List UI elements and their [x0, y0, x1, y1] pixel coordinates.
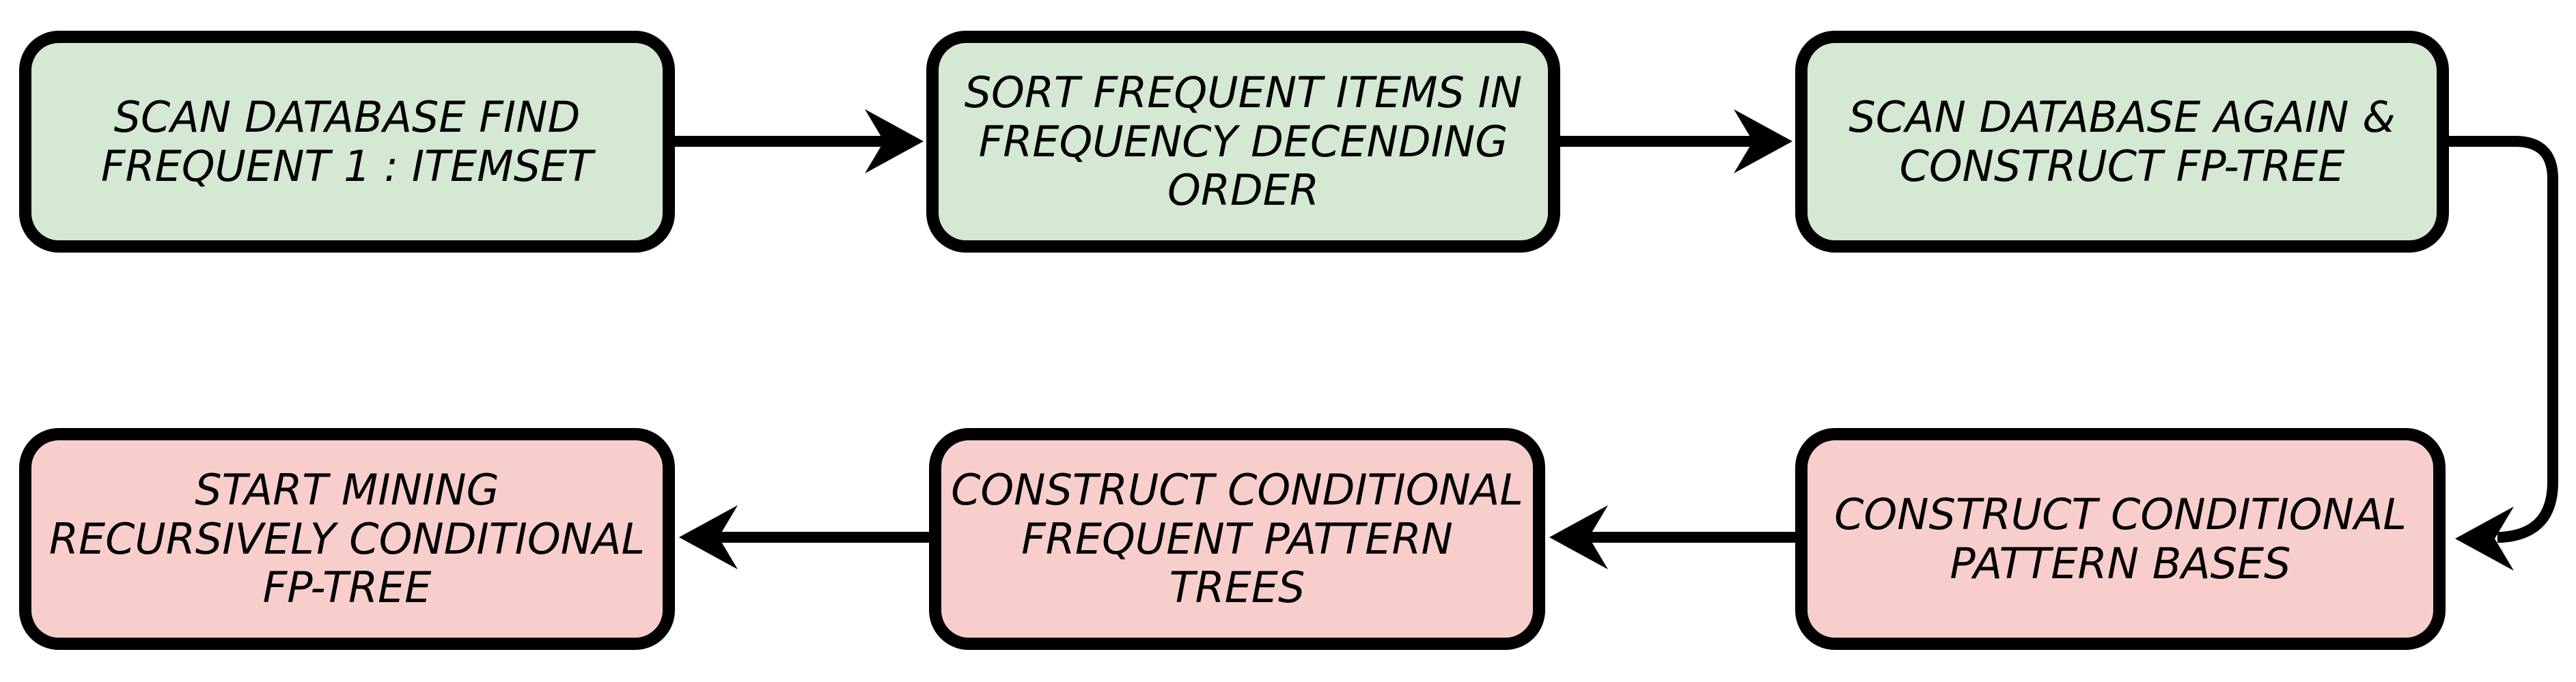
node-label: SCAN DATABASE AGAIN & CONSTRUCT FP-TREE — [1848, 91, 2396, 191]
edge-sort-to-scan-again — [1560, 109, 1792, 173]
node-construct-conditional-pattern-bases: CONSTRUCT CONDITIONAL PATTERN BASES — [1795, 428, 2446, 650]
edge-scan-again-to-pattern-bases — [2449, 136, 2558, 571]
node-scan-database-again-construct-fp-tree: SCAN DATABASE AGAIN & CONSTRUCT FP-TREE — [1795, 31, 2449, 253]
node-start-mining-recursively-conditional-fp-tree: START MINING RECURSIVELY CONDITIONAL FP-… — [19, 428, 675, 650]
node-label: START MINING RECURSIVELY CONDITIONAL FP-… — [49, 464, 646, 613]
arrow-left-icon — [1549, 505, 1608, 569]
edge-pattern-bases-to-pattern-trees — [1549, 505, 1795, 569]
node-scan-database-find-frequent-1-itemset: SCAN DATABASE FIND FREQUENT 1 : ITEMSET — [19, 31, 675, 253]
node-label: CONSTRUCT CONDITIONAL FREQUENT PATTERN T… — [951, 464, 1523, 613]
arrow-right-icon — [865, 109, 924, 173]
edge-scan-to-sort — [675, 109, 924, 173]
node-label: CONSTRUCT CONDITIONAL PATTERN BASES — [1834, 489, 2407, 588]
arrow-right-icon — [1734, 109, 1792, 173]
edge-pattern-trees-to-start-mining — [679, 505, 929, 569]
node-label: SORT FREQUENT ITEMS IN FREQUENCY DECENDI… — [964, 67, 1523, 216]
arrow-left-icon — [679, 505, 738, 569]
arrow-left-icon — [2455, 507, 2514, 571]
node-construct-conditional-frequent-pattern-trees: CONSTRUCT CONDITIONAL FREQUENT PATTERN T… — [929, 428, 1545, 650]
node-sort-frequent-items: SORT FREQUENT ITEMS IN FREQUENCY DECENDI… — [926, 31, 1560, 253]
node-label: SCAN DATABASE FIND FREQUENT 1 : ITEMSET — [100, 91, 594, 191]
